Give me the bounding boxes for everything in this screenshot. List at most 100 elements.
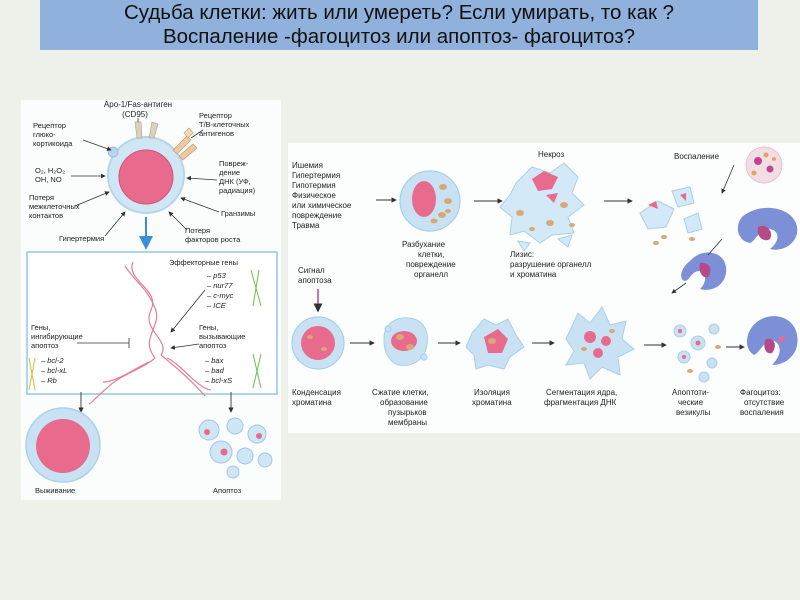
apoptotic-bodies — [198, 417, 273, 479]
oh-label: OH, NO — [35, 175, 62, 184]
gene-p53: – p53 — [206, 271, 227, 280]
swollen-cell — [399, 170, 461, 232]
receptor-glu-line2: глюко- — [33, 130, 56, 139]
swelling-line2: клетки, — [418, 250, 444, 259]
lysing-cell — [499, 162, 585, 252]
gene-bcl-xs: – bcl-xS — [204, 376, 232, 385]
gene-rb: – Rb — [40, 376, 57, 385]
condensation-cell — [291, 316, 345, 370]
swelling-line3: повреждение — [406, 260, 456, 269]
receptor-tb-line3: антигенов — [199, 129, 234, 138]
cell-fate-diagram: Apo-1/Fas-антиген (CD95) Рецептор глюко-… — [25, 100, 278, 495]
inflammation-label: Воспаление — [674, 152, 720, 161]
apoptosis-label: Апоптоз — [213, 486, 242, 495]
induce-genes-line2: вызывающие — [199, 332, 245, 341]
step1-line2: хроматина — [292, 398, 332, 407]
cause-damage: повреждение — [292, 211, 342, 220]
signal-line1: Сигнал — [298, 266, 325, 275]
macrophage-arrow-icon — [671, 282, 687, 294]
surviving-cell — [25, 407, 101, 483]
phagocyte-icon — [747, 316, 798, 365]
step4-line1: Сегментация ядра, — [546, 388, 617, 397]
small-dna-icon — [28, 269, 262, 391]
dna-helix-icon — [88, 261, 212, 405]
necrosis-apoptosis-diagram: Ишемия Гипертермия Гипотермия Физическое… — [291, 146, 798, 427]
contact-loss-line3: контактов — [29, 211, 63, 220]
cd95-label: (CD95) — [122, 110, 148, 119]
cause-ischemia: Ишемия — [292, 161, 323, 170]
receptor-tb-line2: Т/В-клеточных — [199, 120, 250, 129]
segmentation-cell — [565, 306, 635, 380]
growth-loss-line1: Потеря — [185, 226, 210, 235]
growth-loss-line2: факторов роста — [185, 235, 241, 244]
target-cell — [107, 136, 185, 214]
inhibit-genes-line2: ингибирующие — [31, 332, 83, 341]
gene-regulation-box — [26, 251, 278, 395]
inflammation-arrow-icon — [721, 164, 735, 194]
step5-line1: Апоптоти- — [672, 388, 709, 397]
necrosis-label: Некроз — [538, 150, 565, 159]
cause-physical: Физическое — [292, 191, 336, 200]
step2-line2: образование — [380, 398, 428, 407]
o2-label: O₂, H₂O₂ — [35, 166, 65, 175]
gene-bcl-xl: – bcl-xL — [40, 366, 67, 375]
gene-bad: – bad — [204, 366, 225, 375]
gene-c-myc: – c-myc — [206, 291, 234, 300]
fas-receptor-icon — [134, 121, 159, 139]
macrophage-link — [707, 238, 723, 256]
dna-line1: Повреж- — [219, 159, 249, 168]
signal-line2: апоптоза — [298, 276, 332, 285]
cause-chemical: или химическое — [292, 201, 352, 210]
gene-arrows — [77, 289, 206, 350]
inflammatory-cell-icon — [745, 146, 783, 184]
necrosis-apoptosis-panel: Ишемия Гипертермия Гипотермия Физическое… — [288, 143, 800, 433]
step2-line1: Сжатие клетки, — [372, 388, 429, 397]
step1-line1: Конденсация — [292, 388, 341, 397]
cell-fate-panel: Apo-1/Fas-антиген (CD95) Рецептор глюко-… — [21, 100, 281, 500]
title-line-1: Судьба клетки: жить или умереть? Если ум… — [123, 1, 675, 24]
dna-line3: ДНК (УФ, — [219, 177, 251, 186]
receptor-tb-line1: Рецептор — [199, 111, 232, 120]
macrophage-icon — [681, 207, 798, 290]
dna-line4: радиация) — [219, 186, 256, 195]
glucocorticoid-receptor-icon — [107, 146, 119, 158]
granzymes-label: Гранзимы — [221, 209, 255, 218]
isolation-cell — [465, 318, 525, 370]
apoptotic-vesicles — [673, 323, 721, 383]
swelling-line1: Разбухание — [402, 240, 446, 249]
step4-line2: фрагментация ДНК — [544, 398, 617, 407]
swelling-line4: органелл — [414, 270, 448, 279]
gene-bax: – bax — [204, 356, 224, 365]
inhibit-genes-line1: Гены, — [31, 323, 50, 332]
title-line-2: Воспаление -фагоцитоз или апоптоз- фагоц… — [162, 25, 636, 48]
lysis-line1: Лизис: — [510, 250, 534, 259]
tb-receptor-icon — [172, 127, 198, 161]
induce-genes-line1: Гены, — [199, 323, 218, 332]
hyperthermia-label: Гипертермия — [59, 234, 104, 243]
dna-line2: дение — [219, 168, 240, 177]
stimulus-arrows — [71, 118, 220, 237]
gene-nur77: – nur77 — [206, 281, 233, 290]
title-banner: Судьба клетки: жить или умереть? Если ум… — [40, 0, 758, 50]
step3-line1: Изоляция — [474, 388, 510, 397]
step5-line2: ческие — [678, 398, 704, 407]
step2-line3: пузырьков — [388, 408, 427, 417]
apo1-label: Apo-1/Fas-антиген — [104, 100, 172, 109]
contact-loss-line2: межклеточных — [29, 202, 80, 211]
cause-hyperthermia: Гипертермия — [292, 171, 340, 180]
step5-line3: везикулы — [676, 408, 711, 417]
lysis-line3: и хроматина — [510, 270, 557, 279]
cell-debris — [639, 186, 703, 245]
receptor-glu-line3: кортикоида — [33, 139, 73, 148]
contact-loss-line1: Потеря — [29, 193, 54, 202]
receptor-glu-line1: Рецептор — [33, 121, 66, 130]
cause-hypothermia: Гипотермия — [292, 181, 336, 190]
induce-genes-line3: апоптоз — [199, 341, 227, 350]
step6-line2: отсутствие — [744, 398, 785, 407]
gene-bcl-2: – bcl-2 — [40, 356, 64, 365]
lysis-line2: разрушение органелл — [510, 260, 592, 269]
step6-line1: Фагоцитоз: — [740, 388, 781, 397]
inhibit-genes-line3: апоптоз — [31, 341, 59, 350]
gene-ice: – ICE — [206, 301, 227, 310]
shrinking-cell — [383, 317, 428, 366]
